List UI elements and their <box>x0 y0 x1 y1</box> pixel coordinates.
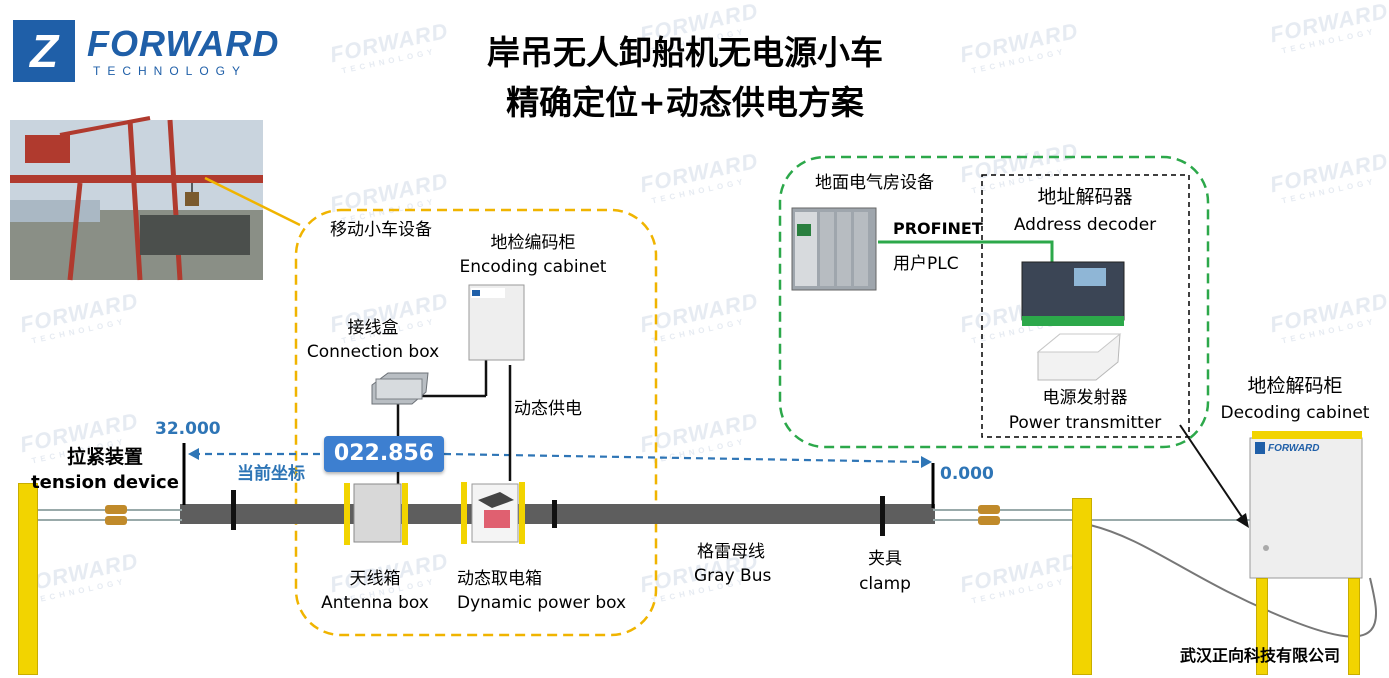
address-decoder-label-cn: 地址解码器 <box>1037 186 1133 208</box>
decoding-cabinet-brand: FORWARD <box>1268 443 1320 454</box>
position-arrowhead-left <box>188 448 199 460</box>
position-arrow-right <box>443 452 926 464</box>
encoding-cabinet-label-cn: 地检编码柜 <box>490 233 576 253</box>
antenna-box <box>353 483 402 543</box>
dynamic-power-box-label-cn: 动态取电箱 <box>457 569 542 589</box>
encoding-cabinet-label-en: Encoding cabinet <box>459 257 607 277</box>
user-plc-label: 用户PLC <box>893 254 959 274</box>
antenna-box-label-en: Antenna box <box>321 593 429 613</box>
page-title-line1: 岸吊无人卸船机无电源小车 <box>487 33 883 72</box>
logo-tagline: TECHNOLOGY <box>93 64 248 78</box>
post-mid <box>1072 498 1092 675</box>
decoding-cabinet-label-en: Decoding cabinet <box>1220 403 1370 423</box>
bus-output-cable <box>1089 524 1378 638</box>
mobile-group-frame <box>294 208 658 637</box>
antenna-bracket <box>344 483 350 545</box>
turnbuckle <box>978 505 1000 514</box>
dynamic-power-bracket <box>461 482 467 544</box>
turnbuckle <box>105 505 127 514</box>
profinet-line <box>878 240 1054 262</box>
power-transmitter-label-en: Power transmitter <box>1008 413 1162 433</box>
address-decoder-label-en: Address decoder <box>1013 215 1157 235</box>
bus-clamp <box>880 496 885 536</box>
decoder-cabinet-arrowhead <box>1236 513 1249 528</box>
post-cabinet-left <box>1256 578 1268 675</box>
connection-box <box>371 372 429 405</box>
decoding-cabinet-label-cn: 地检解码柜 <box>1247 375 1343 397</box>
crane-callout-line <box>204 176 301 227</box>
post-cabinet-right <box>1348 578 1360 675</box>
tension-device-label-cn: 拉紧装置 <box>66 446 143 468</box>
bus-clamp <box>231 490 236 530</box>
dynamic-power-box <box>471 483 519 543</box>
post-left <box>18 483 38 675</box>
connection-box-label-cn: 接线盒 <box>347 318 399 338</box>
logo: Z FORWARD TECHNOLOGY <box>13 20 303 82</box>
page-title-line2: 精确定位+动态供电方案 <box>506 83 864 122</box>
decoder-frame <box>981 174 1190 438</box>
crane-photo <box>10 116 263 281</box>
plc <box>791 207 877 291</box>
connection-box-label-en: Connection box <box>306 342 440 362</box>
decoder-cabinet-arrow <box>1179 424 1245 521</box>
power-transmitter-label-cn: 电源发射器 <box>1042 388 1128 408</box>
dynamic-power-bracket <box>519 482 525 544</box>
dynamic-supply-label: 动态供电 <box>514 399 582 419</box>
mobile-group-label: 移动小车设备 <box>330 220 432 240</box>
ground-room-frame <box>778 155 1210 449</box>
gray-bus-label-en: Gray Bus <box>694 566 772 586</box>
end-value: 0.000 <box>940 464 994 484</box>
clamp-label-en: clamp <box>859 574 911 594</box>
decoding-cabinet <box>1249 431 1363 579</box>
antenna-bracket <box>402 483 408 545</box>
gray-bus <box>180 504 935 524</box>
profinet-label: PROFINET <box>893 219 983 238</box>
power-transmitter <box>1036 333 1122 381</box>
turnbuckle <box>105 516 127 525</box>
dynamic-power-box-label-en: Dynamic power box <box>457 593 627 613</box>
bus-clamp <box>552 500 557 528</box>
current-coord-label: 当前坐标 <box>237 464 305 484</box>
position-arrowhead-right <box>921 456 932 468</box>
encoding-cabinet <box>468 284 525 361</box>
antenna-box-label-cn: 天线箱 <box>349 569 401 589</box>
logo-brand: FORWARD <box>87 23 280 64</box>
gray-bus-label-cn: 格雷母线 <box>697 542 765 562</box>
company-name: 武汉正向科技有限公司 <box>1180 646 1341 665</box>
turnbuckle <box>978 516 1000 525</box>
logo-mark-icon: Z <box>13 20 75 82</box>
address-decoder <box>1021 261 1125 326</box>
clamp-label-cn: 夹具 <box>868 549 902 569</box>
ground-room-label: 地面电气房设备 <box>815 173 934 193</box>
current-position-display: 022.856 <box>324 436 444 472</box>
tension-device-label-en: tension device <box>31 472 179 493</box>
start-value: 32.000 <box>155 419 221 439</box>
